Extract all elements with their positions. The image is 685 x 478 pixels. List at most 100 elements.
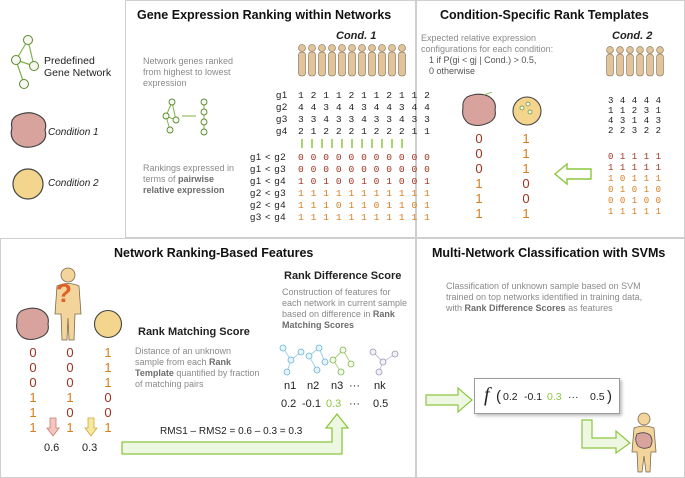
features-title: Network Ranking-Based Features xyxy=(114,246,314,260)
feature-value: ··· xyxy=(349,398,360,410)
rms-condition2-cell-icon xyxy=(93,309,123,339)
gene-network-small-icon xyxy=(162,98,208,136)
template1-digit: 0 xyxy=(475,161,483,176)
rms-t1-digit: 1 xyxy=(29,405,37,420)
svm-title: Multi-Network Classification with SVMs xyxy=(432,246,666,260)
cond2-pair-row: 1 0 1 1 1 xyxy=(608,174,662,184)
svm-desc-bold: Rank Difference Scores xyxy=(464,302,566,313)
network-name: n2 xyxy=(307,380,320,392)
svm-function-box xyxy=(474,378,620,414)
network-legend-label-line1: Predefined xyxy=(44,55,95,67)
rms-unknown-digit: 0 xyxy=(66,405,74,420)
rms-description: Distance of an unknown sample from each … xyxy=(135,346,261,390)
rds-description: Construction of features for each networ… xyxy=(282,287,408,331)
cond2-gene-row: 2 2 3 2 2 xyxy=(608,126,662,136)
down-arrows-icon xyxy=(301,139,403,148)
condition1-template-cell-icon xyxy=(462,92,496,127)
condition2-label: Condition 2 xyxy=(48,178,99,189)
classified-sample-icon xyxy=(631,412,657,473)
rms-t1-digit: 0 xyxy=(29,345,37,360)
template1-digit: 1 xyxy=(475,206,483,221)
pair-row-values: 1 1 1 1 1 1 1 1 1 1 1 xyxy=(298,212,431,223)
cond2-pair-row: 1 1 1 1 1 xyxy=(608,207,662,217)
svm-desc-plain2: as features xyxy=(565,302,613,313)
pair-row-label: g2 < g4 xyxy=(250,200,287,211)
rms-condition1-cell-icon xyxy=(16,307,49,341)
rms-arrow-right-icon xyxy=(84,417,98,437)
cond2-gene-row: 1 1 2 3 1 xyxy=(608,106,662,116)
templates-text: Expected relative expression configurati… xyxy=(421,33,591,77)
rms-unknown-digit: 0 xyxy=(66,360,74,375)
svm-func-arg: 0.5 xyxy=(590,391,605,403)
condition2-template-cell-icon xyxy=(512,96,542,126)
network-legend-label-line2: Gene Network xyxy=(44,67,112,79)
feature-value: 0.2 xyxy=(281,398,297,410)
templates-text-line2: configurations for each condition: xyxy=(421,43,554,54)
pair-row-label: g1 < g2 xyxy=(250,152,287,163)
rms-t2-digit: 1 xyxy=(104,375,112,390)
rms-t1-digit: 1 xyxy=(29,390,37,405)
rds-desc-bold: Rank Matching Scores xyxy=(282,308,395,330)
gene-row-values: 2 1 2 2 2 1 2 2 2 1 1 xyxy=(298,126,431,137)
left-arrow-icon xyxy=(553,162,592,186)
cond1-label: Cond. 1 xyxy=(336,30,377,42)
network-name: n1 xyxy=(284,380,297,392)
template2-digit: 1 xyxy=(522,161,530,176)
question-mark: ? xyxy=(56,278,72,308)
rms-t2-digit: 1 xyxy=(104,360,112,375)
rms-t2-digit: 1 xyxy=(104,345,112,360)
feature-value: -0.1 xyxy=(302,398,321,410)
template1-digit: 1 xyxy=(475,176,483,191)
feature-value: 0.5 xyxy=(373,398,389,410)
rms-t1-digit: 1 xyxy=(29,420,37,435)
rms-t1-digit: 0 xyxy=(29,375,37,390)
rms-score2: 0.3 xyxy=(82,442,98,454)
rms-unknown-digit: 0 xyxy=(66,345,74,360)
rms-title: Rank Matching Score xyxy=(138,326,250,338)
network-legend-icon xyxy=(11,35,39,89)
template2-digit: 0 xyxy=(522,176,530,191)
rms-desc-plain2: quantified by fraction of matching pairs xyxy=(135,367,260,389)
gene-row-label: g4 xyxy=(276,126,288,137)
pair-row-values: 1 1 1 0 1 1 0 1 1 0 1 xyxy=(298,200,431,211)
gene-row-label: g1 xyxy=(276,90,288,101)
pair-row-label: g1 < g4 xyxy=(250,176,287,187)
rds-title: Rank Difference Score xyxy=(284,270,402,282)
cond1-crowd-icon xyxy=(298,44,406,77)
pair-row-label: g2 < g3 xyxy=(250,188,287,199)
condition1-cell-icon xyxy=(10,112,47,148)
gene-row-values: 4 4 3 4 4 3 4 4 3 4 4 xyxy=(298,102,431,113)
pairwise-text: Rankings expressed in terms of pairwise … xyxy=(143,163,245,196)
rms-t1-digit: 0 xyxy=(29,360,37,375)
template1-digit: 1 xyxy=(475,191,483,206)
pair-row-label: g3 < g4 xyxy=(250,212,287,223)
svm-func-symbol: f xyxy=(484,384,490,406)
gene-row-label: g2 xyxy=(276,102,288,113)
templates-title: Condition-Specific Rank Templates xyxy=(440,8,649,22)
svm-func-arg: ··· xyxy=(568,391,579,403)
formula-arrow-icon xyxy=(121,412,350,455)
network-name: n3 xyxy=(331,380,344,392)
cond2-gene-row: 4 3 1 4 3 xyxy=(608,116,662,126)
templates-text-line3: 1 if P(gi < gj | Cond.) > 0.5, xyxy=(429,54,537,65)
condition2-cell-icon xyxy=(12,168,44,200)
pairwise-text-plain: Rankings expressed in terms of xyxy=(143,163,235,184)
pair-row-values: 0 0 0 0 0 0 0 0 0 0 0 xyxy=(298,152,431,163)
rms-desc-bold: Rank Template xyxy=(135,356,232,378)
pair-row-values: 1 1 1 1 1 1 1 1 1 1 1 xyxy=(298,188,431,199)
network-genes-text: Network genes ranked from highest to low… xyxy=(143,56,234,88)
rms-unknown-digit: 0 xyxy=(66,375,74,390)
template2-digit: 1 xyxy=(522,131,530,146)
condition1-label: Condition 1 xyxy=(48,127,99,138)
rms-score1: 0.6 xyxy=(44,442,60,454)
feature-value-highlight: 0.3 xyxy=(326,398,342,410)
rms-unknown-digit: 1 xyxy=(66,390,74,405)
svm-func-paren-close: ) xyxy=(607,388,612,405)
templates-text-line1: Expected relative expression xyxy=(421,33,537,43)
rms-desc-plain1: Distance of an unknown sample from each xyxy=(135,346,232,367)
cond2-pair-row: 0 1 1 1 1 xyxy=(608,152,662,162)
template2-digit: 0 xyxy=(522,191,530,206)
template1-digit: 0 xyxy=(475,146,483,161)
gene-row-values: 3 3 4 3 3 4 3 3 4 3 3 xyxy=(298,114,431,125)
template1-digit: 0 xyxy=(475,131,483,146)
